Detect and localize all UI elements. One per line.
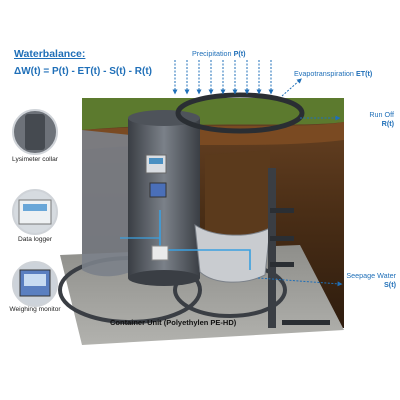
evapotranspiration-arrow [281,78,302,97]
weighing-monitor-unit [149,182,167,198]
diagram-heading: Waterbalance: [14,48,86,60]
weighing-monitor-photo [12,261,58,307]
precipitation-arrows [172,60,274,95]
precipitation-label: Precipitation P(t) [192,49,246,58]
data-logger-caption: Data logger [17,236,53,243]
frame-column [268,168,276,328]
weighing-monitor-caption: Weighing monitor [9,306,61,313]
left-lysimeter [82,130,130,277]
seepage-tank [151,245,169,261]
container-unit-label: Container Unit (Polyethylen PE-HD) [110,318,237,327]
right-lysimeter-cutaway [194,150,271,283]
base-beam [282,320,330,325]
data-logger-photo [12,189,58,235]
lysimeter-collar-caption: Lysimeter collar [12,156,58,163]
lysimeter-collar-photo [12,109,58,155]
waterbalance-equation: ΔW(t) = P(t) - ET(t) - S(t) - R(t) [14,66,152,77]
evapotranspiration-label: Evapotranspiration ET(t) [294,69,373,78]
surface-ring [175,92,305,134]
seepage-pipe [159,210,251,270]
